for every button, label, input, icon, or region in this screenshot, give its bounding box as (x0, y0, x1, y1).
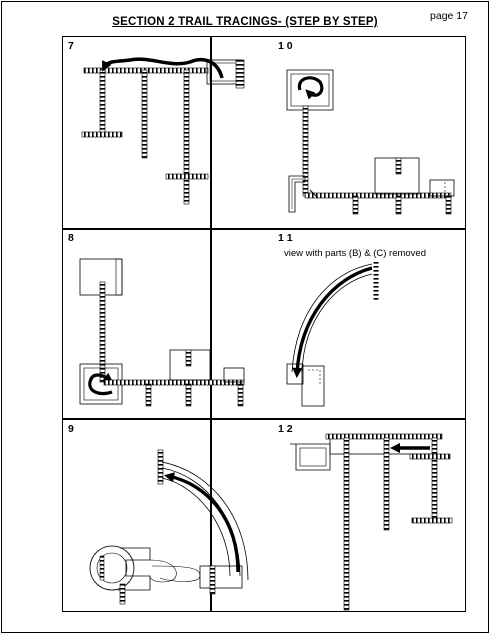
page-title: SECTION 2 TRAIL TRACINGS- (STEP BY STEP) (112, 16, 378, 28)
panel-label-7: 7 (68, 40, 74, 52)
panel-11-caption: view with parts (B) & (C) removed (284, 248, 427, 259)
panel-label-12: 1 2 (278, 423, 293, 435)
panel-8-diagram (79, 258, 245, 407)
panel-7-diagram (81, 57, 245, 205)
panel-label-11: 1 1 (278, 232, 293, 244)
panel-10-diagram (286, 69, 455, 215)
grid-divider-row2 (62, 418, 466, 420)
panel-12-diagram (290, 433, 453, 611)
grid-divider-row1 (62, 228, 466, 230)
panel-label-9: 9 (68, 423, 74, 435)
panel-grid (62, 36, 466, 612)
panel-label-10: 1 0 (278, 40, 293, 52)
panel-9-diagram (89, 449, 249, 605)
panel-label-8: 8 (68, 232, 74, 244)
grid-divider-vertical (210, 36, 212, 612)
page-number: page 17 (430, 10, 468, 22)
panel-11-diagram (286, 262, 379, 407)
